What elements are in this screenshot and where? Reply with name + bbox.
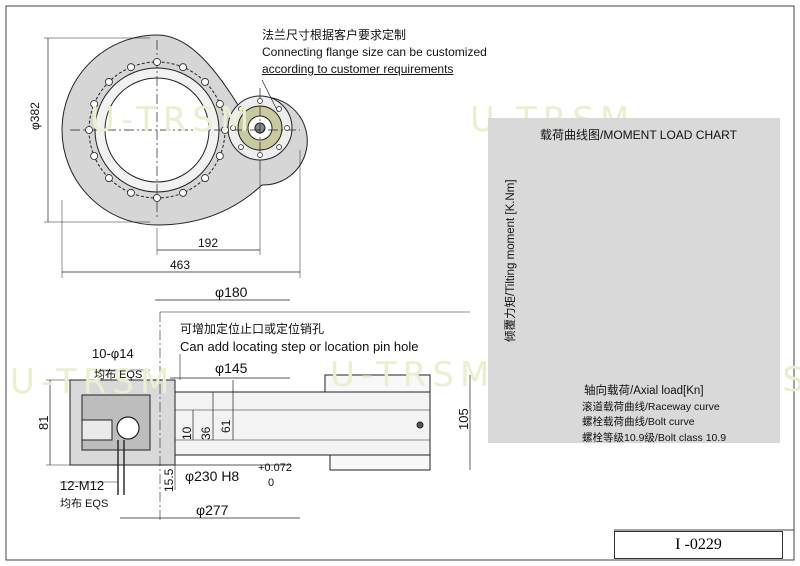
flange-note-en-1: Connecting flange size can be customized <box>262 45 487 59</box>
worm-bolt-hole <box>238 106 244 112</box>
dim-dia-145: φ145 <box>215 360 248 376</box>
bolt-hole <box>105 174 113 182</box>
worm-bolt-hole <box>276 106 282 112</box>
bolt-hole <box>221 126 229 134</box>
holes-bottom-spec: 12-M12 <box>60 478 105 493</box>
dim-dia-277: φ277 <box>196 502 229 518</box>
bolt-hole <box>201 78 209 86</box>
bolt-hole <box>179 188 187 197</box>
flange-note-cn: 法兰尺寸根据客户要求定制 <box>262 28 407 42</box>
sheet-border <box>5 5 795 561</box>
bolt-hole <box>215 152 224 160</box>
dim-105: 105 <box>456 408 471 430</box>
watermark: U-TRSM <box>10 362 176 402</box>
bolt-hole <box>85 126 93 134</box>
holes-top-spec: 10-φ14 <box>92 346 134 361</box>
bolt-hole <box>153 194 161 202</box>
dim-10: 10 <box>180 426 194 440</box>
chart-y-label: 倾覆力矩/Tilting moment [K.Nm] <box>505 179 517 342</box>
worm-bolt-hole <box>276 144 282 150</box>
chart-x-label: 轴向载荷/Axial load[Kn] <box>584 385 704 397</box>
dim-dia-230: φ230 H8 <box>185 468 240 484</box>
bolt-hole <box>153 58 161 66</box>
bolt-hole <box>179 63 187 72</box>
legend-bolt: 螺栓载荷曲线/Bolt curve <box>582 416 695 428</box>
tolerance-zero: 0 <box>268 477 275 489</box>
legend-bolt-class: 螺栓等级10.9级/Bolt class 10.9 <box>582 432 727 444</box>
bolt-hole <box>90 152 99 160</box>
section-view <box>46 299 471 520</box>
bolt-hole <box>90 100 99 108</box>
watermark: U-TRSM <box>330 355 496 395</box>
dim-dia-382: φ382 <box>28 102 42 130</box>
drawing-number: I -0229 <box>614 531 783 559</box>
worm-bolt-hole <box>230 125 236 131</box>
locating-note-cn: 可增加定位止口或定位销孔 <box>180 322 325 336</box>
dim-463: 463 <box>170 258 191 272</box>
bolt-hole <box>127 188 135 197</box>
bolt-hole <box>105 78 113 86</box>
dim-61: 61 <box>219 419 233 433</box>
legend-raceway: 滚道载荷曲线/Raceway curve <box>582 401 720 413</box>
locating-note-en: Can add locating step or location pin ho… <box>180 339 419 354</box>
chart-background <box>488 118 780 443</box>
holes-top-eqs: 均布 EQS <box>94 369 143 381</box>
dim-36: 36 <box>199 426 213 440</box>
dim-15-5: 15.5 <box>162 468 176 492</box>
dim-81: 81 <box>36 415 51 430</box>
dim-dia-180: φ180 <box>215 284 248 300</box>
flange-note-en-2: according to customer requirements <box>262 62 454 76</box>
watermark: U-TRSM <box>90 100 256 140</box>
bolt-hole <box>127 63 135 72</box>
bolt-hole <box>201 174 209 182</box>
chart-title: 载荷曲线图/MOMENT LOAD CHART <box>540 128 737 142</box>
worm-bolt-hole <box>257 98 263 104</box>
dim-192: 192 <box>198 236 219 250</box>
worm-bolt-hole <box>257 152 263 158</box>
tolerance-plus: +0.072 <box>258 462 292 474</box>
worm-bolt-hole <box>284 125 290 131</box>
holes-bottom-eqs: 均布 EQS <box>60 498 109 510</box>
bolt-hole-pattern <box>85 58 229 202</box>
worm-bolt-hole-pattern <box>230 98 290 158</box>
bolt-hole <box>215 100 224 108</box>
worm-bolt-hole <box>238 144 244 150</box>
